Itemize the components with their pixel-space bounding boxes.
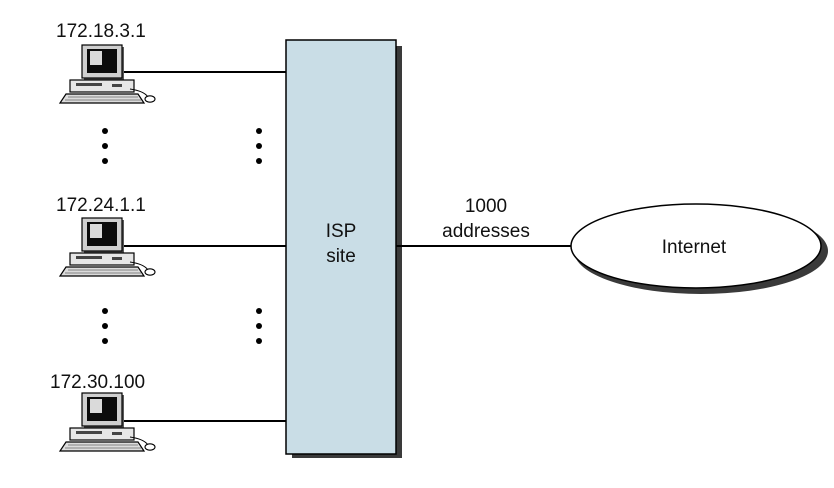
host-3: 172.30.100 bbox=[50, 372, 286, 452]
host-2-address: 172.24.1.1 bbox=[56, 195, 146, 216]
ellipsis-dots-lower-right bbox=[256, 308, 262, 344]
internet-link: 1000 addresses bbox=[396, 196, 574, 247]
isp-site-box bbox=[285, 39, 397, 455]
host-3-address: 172.30.100 bbox=[50, 372, 145, 393]
internet-link-label-line1: 1000 bbox=[465, 196, 507, 217]
host-1-address: 172.18.3.1 bbox=[56, 21, 146, 42]
isp-site: ISP site bbox=[285, 39, 402, 458]
internet-link-label-line2: addresses bbox=[442, 221, 530, 242]
isp-site-label-line1: ISP bbox=[326, 221, 357, 242]
host-1: 172.18.3.1 bbox=[56, 21, 286, 104]
isp-site-label-line2: site bbox=[326, 246, 356, 267]
ellipsis-dots-upper-right bbox=[256, 128, 262, 164]
ellipsis-dots-upper-left bbox=[102, 128, 108, 164]
internet-label: Internet bbox=[662, 237, 727, 258]
host-2: 172.24.1.1 bbox=[56, 195, 286, 277]
internet-cloud: Internet bbox=[570, 203, 828, 294]
internet-cloud-ellipse bbox=[570, 203, 822, 289]
ellipsis-dots-lower-left bbox=[102, 308, 108, 344]
computer-icon bbox=[59, 44, 156, 104]
